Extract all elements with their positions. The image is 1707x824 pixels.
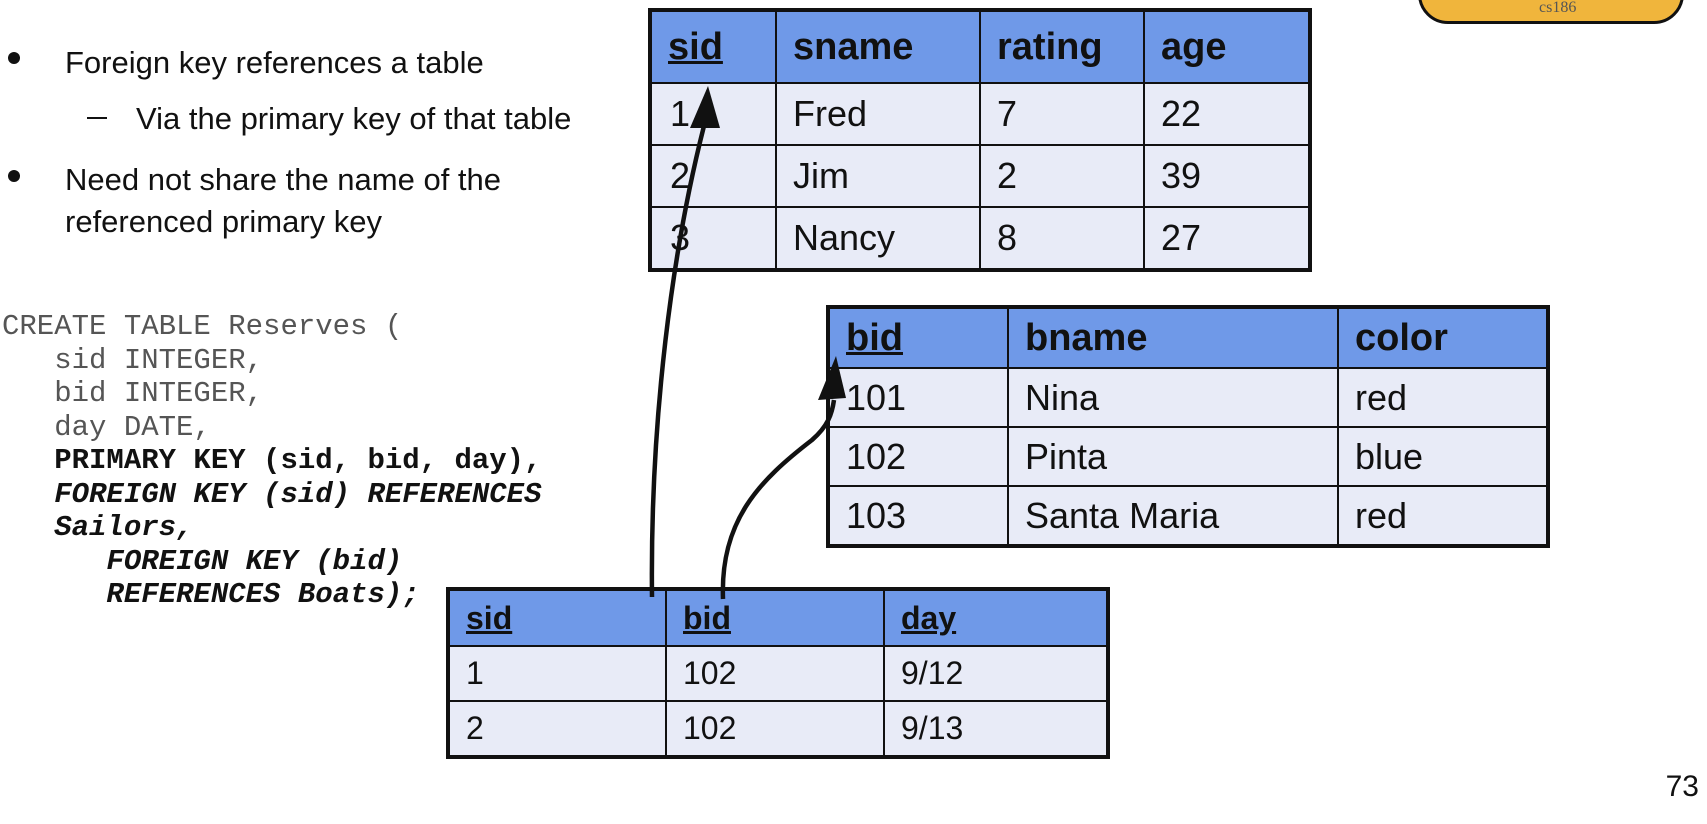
table-header-row: bid bname color <box>827 306 1549 369</box>
sub-bullet-1-text: Via the primary key of that table <box>136 101 572 136</box>
table-cell: blue <box>1337 426 1549 487</box>
table-row: 2 Jim 2 39 <box>649 144 1311 208</box>
table-cell: Santa Maria <box>1007 485 1339 547</box>
arrow-head <box>818 356 846 400</box>
table-cell: Jim <box>775 144 981 208</box>
table-cell: 27 <box>1143 206 1311 271</box>
table-cell: 7 <box>979 82 1145 146</box>
table-cell: Fred <box>775 82 981 146</box>
table-cell: 2 <box>649 144 777 208</box>
column-header: sid <box>447 588 667 647</box>
table-cell: Pinta <box>1007 426 1339 487</box>
table-row: 102 Pinta blue <box>827 426 1549 487</box>
table-row: 3 Nancy 8 27 <box>649 206 1311 271</box>
column-header: rating <box>979 9 1145 84</box>
table-row: 103 Santa Maria red <box>827 485 1549 547</box>
code-line-sailors: Sailors, <box>2 511 194 544</box>
column-header: color <box>1337 306 1549 369</box>
table-cell: Nina <box>1007 367 1339 428</box>
sailors-table: sid sname rating age 1 Fred 7 22 2 Jim 2… <box>648 8 1312 272</box>
table-cell: 9/13 <box>883 700 1109 758</box>
code-line-foreign-key-sid: FOREIGN KEY (sid) REFERENCES <box>2 477 542 511</box>
sql-create-table-code: CREATE TABLE Reserves ( sid INTEGER, bid… <box>2 310 542 612</box>
page-number: 73 <box>1665 770 1699 803</box>
table-cell: 3 <box>649 206 777 271</box>
code-line: CREATE TABLE Reserves ( <box>2 310 403 343</box>
sub-bullet-dash <box>87 117 107 119</box>
column-header: sid <box>649 9 777 84</box>
table-cell: 9/12 <box>883 645 1109 702</box>
code-line: sid INTEGER, <box>2 343 264 377</box>
bullet-2-line-2: referenced primary key <box>65 204 383 239</box>
bullet-dot <box>8 52 20 64</box>
table-cell: 2 <box>979 144 1145 208</box>
table-cell: red <box>1337 367 1549 428</box>
table-cell: 2 <box>447 700 667 758</box>
column-header: bid <box>827 306 1009 369</box>
course-tag: cs186 <box>1418 0 1684 24</box>
code-line-references-boats: REFERENCES Boats); <box>2 578 420 611</box>
table-cell: 39 <box>1143 144 1311 208</box>
boats-table: bid bname color 101 Nina red 102 Pinta b… <box>826 305 1550 548</box>
column-header: day <box>883 588 1109 647</box>
table-cell: 102 <box>665 645 885 702</box>
table-header-row: sid sname rating age <box>649 9 1311 84</box>
course-tag-label: cs186 <box>1539 0 1577 16</box>
bullet-2-line-1: Need not share the name of the <box>65 162 502 197</box>
column-header: sname <box>775 9 981 84</box>
table-cell: 102 <box>665 700 885 758</box>
arrow-sid-to-sailors <box>649 121 708 598</box>
table-row: 2 102 9/13 <box>447 700 1109 758</box>
table-cell: 22 <box>1143 82 1311 146</box>
column-header: bid <box>665 588 885 647</box>
bullet-1-text: Foreign key references a table <box>65 45 484 80</box>
table-cell: 1 <box>447 645 667 702</box>
column-header: bname <box>1007 306 1339 369</box>
reserves-table: sid bid day 1 102 9/12 2 102 9/13 <box>446 587 1110 759</box>
table-cell: 103 <box>827 485 1009 547</box>
bullet-dot <box>8 170 20 182</box>
table-row: 101 Nina red <box>827 367 1549 428</box>
table-cell: 8 <box>979 206 1145 271</box>
code-line: bid INTEGER, <box>2 377 264 410</box>
arrow-bid-to-boats <box>720 399 837 600</box>
table-cell: 102 <box>827 426 1009 487</box>
code-line-foreign-key-bid: FOREIGN KEY (bid) <box>2 544 403 578</box>
table-header-row: sid bid day <box>447 588 1109 647</box>
arrow-head <box>690 86 720 128</box>
table-cell: 101 <box>827 367 1009 428</box>
code-line: day DATE, <box>2 410 211 444</box>
table-cell: red <box>1337 485 1549 547</box>
code-line-primary-key: PRIMARY KEY (sid, bid, day), <box>2 444 542 477</box>
table-cell: Nancy <box>775 206 981 271</box>
column-header: age <box>1143 9 1311 84</box>
table-row: 1 102 9/12 <box>447 645 1109 702</box>
